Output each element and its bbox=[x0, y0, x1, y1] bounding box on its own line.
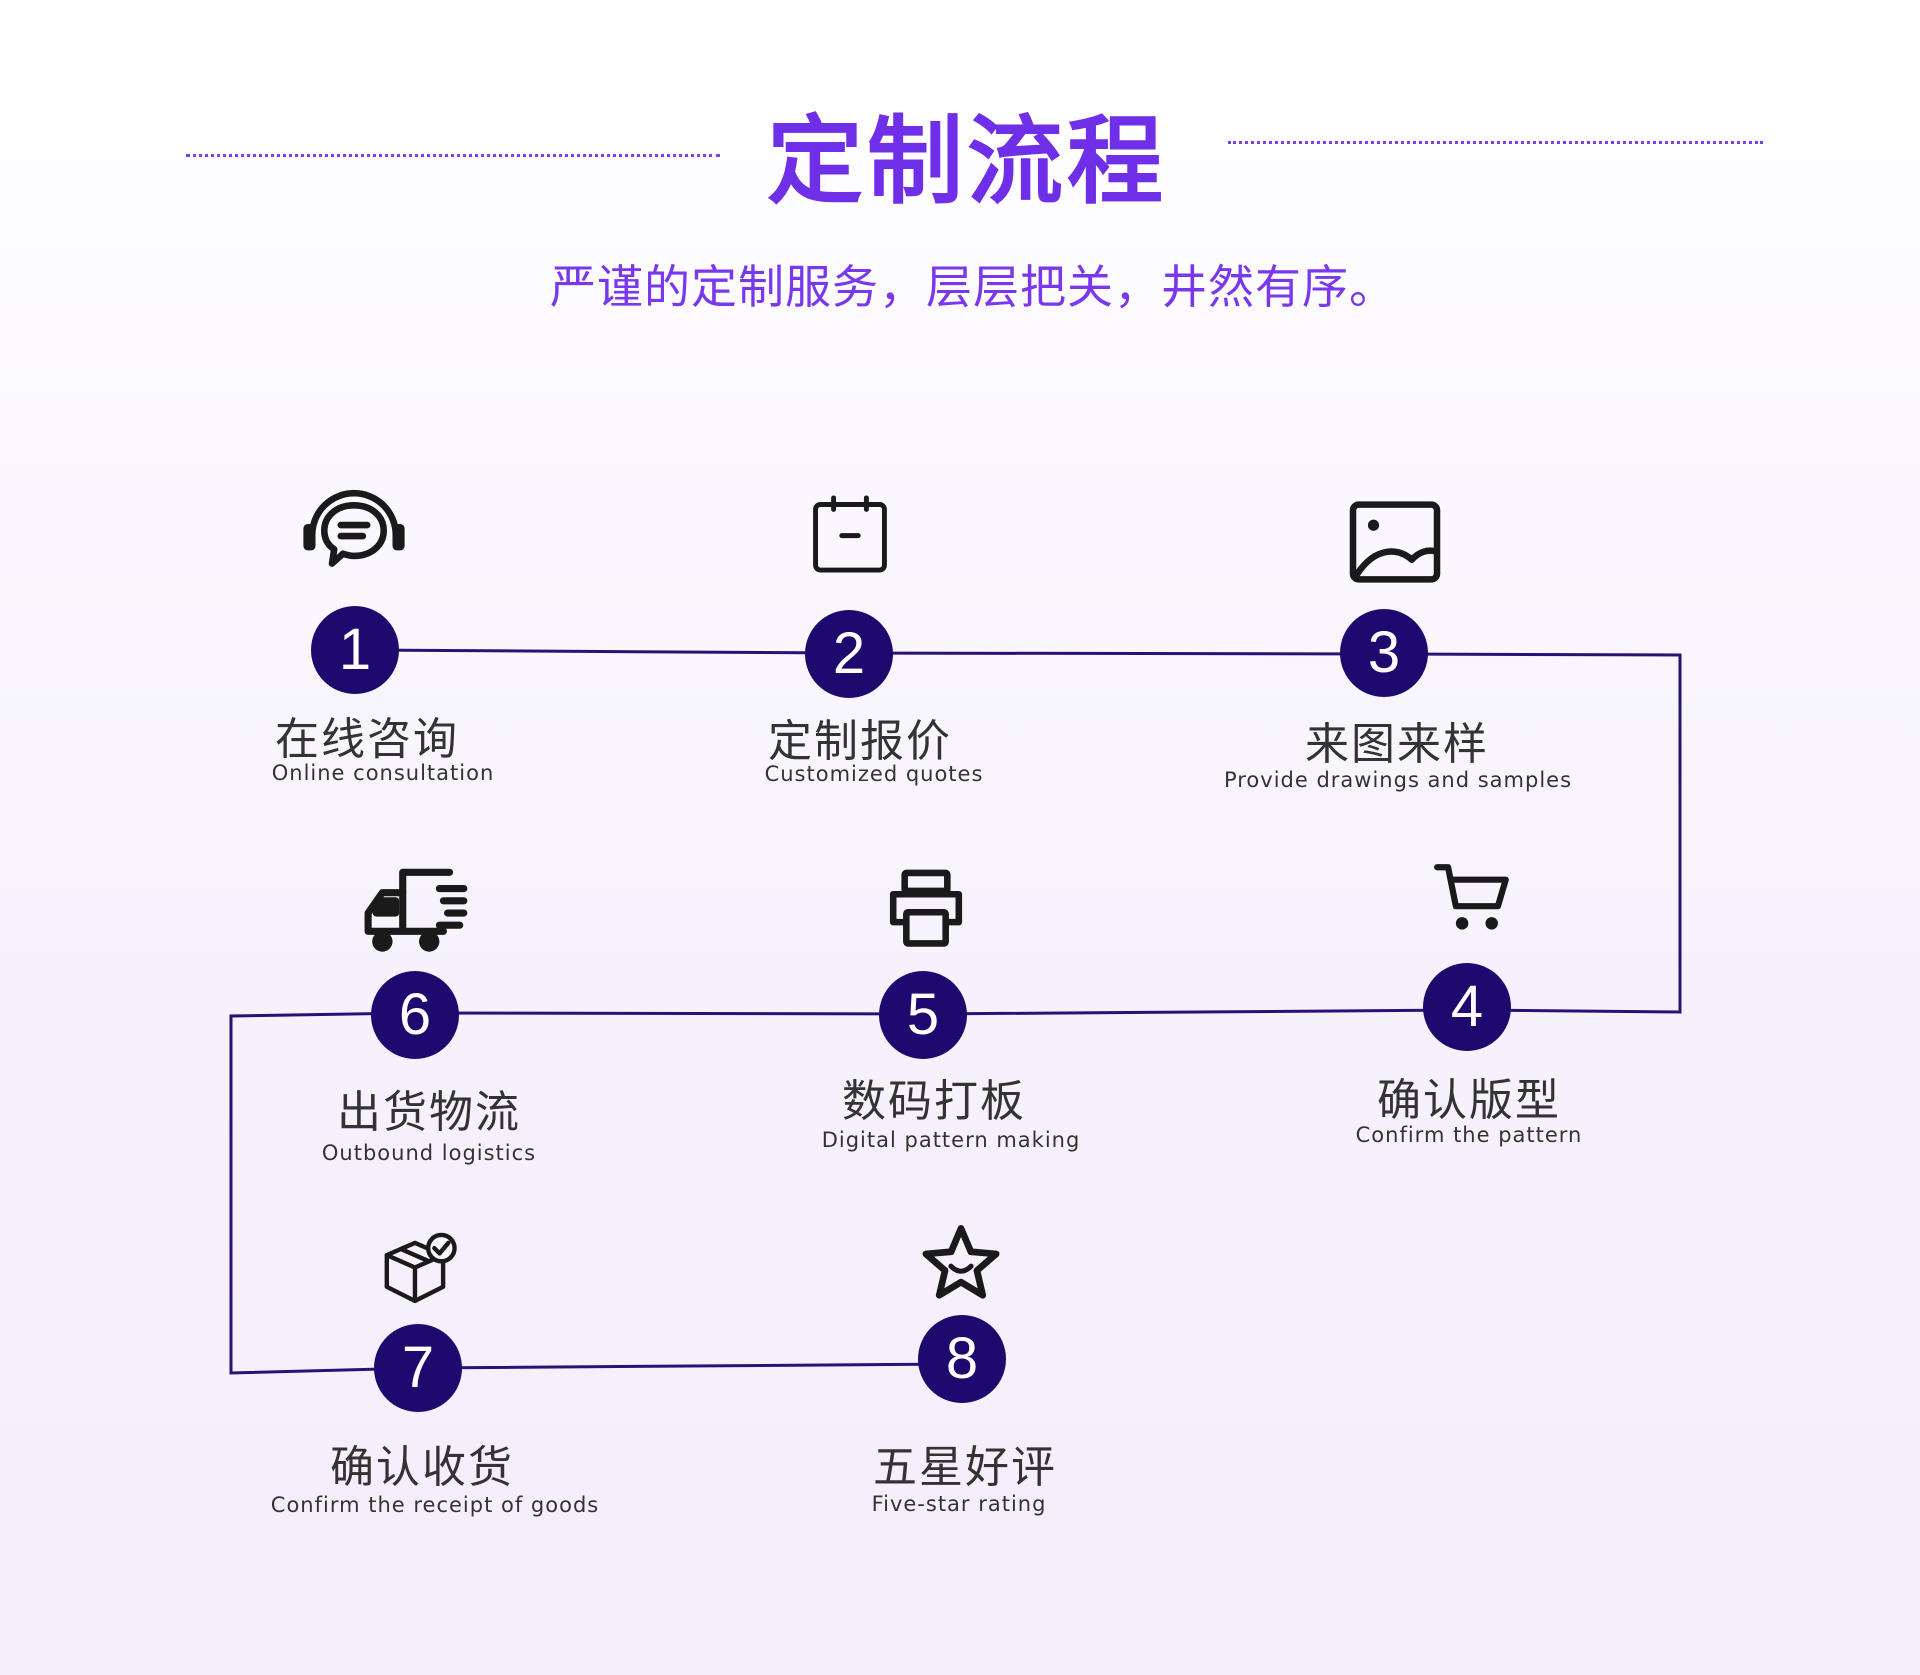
step-title-en: Provide drawings and samples bbox=[1223, 768, 1573, 792]
page-title: 定制流程 bbox=[767, 105, 1167, 218]
page-subtitle: 严谨的定制服务，层层把关，井然有序。 bbox=[550, 260, 1396, 314]
printer-icon bbox=[885, 868, 967, 950]
flow-path bbox=[229, 648, 1682, 1375]
step-title-cn: 确认版型 bbox=[1377, 1075, 1561, 1126]
step-number-badge: 3 bbox=[1340, 609, 1428, 697]
step-title-cn: 确认收货 bbox=[330, 1442, 514, 1493]
step-title-en: Five-star rating bbox=[871, 1492, 1047, 1516]
step-number-badge: 1 bbox=[311, 606, 399, 694]
step-title-en: Confirm the receipt of goods bbox=[270, 1493, 600, 1517]
step-title-cn: 来图来样 bbox=[1305, 719, 1489, 770]
image-icon bbox=[1348, 500, 1442, 584]
step-title-cn: 在线咨询 bbox=[275, 714, 459, 765]
step-number-badge: 7 bbox=[374, 1324, 462, 1412]
step-title-en: Digital pattern making bbox=[821, 1128, 1081, 1152]
step-title-cn: 数码打板 bbox=[842, 1076, 1026, 1127]
step-title-en: Outbound logistics bbox=[321, 1141, 537, 1165]
dotted-divider-left bbox=[186, 154, 720, 157]
step-title-cn: 出货物流 bbox=[337, 1087, 521, 1138]
shopping-cart-icon bbox=[1434, 861, 1512, 935]
step-title-en: Online consultation bbox=[271, 761, 495, 785]
headset-chat-icon bbox=[299, 480, 409, 590]
step-number-badge: 4 bbox=[1423, 963, 1511, 1051]
step-title-cn: 五星好评 bbox=[873, 1442, 1057, 1493]
star-smile-icon bbox=[919, 1220, 1003, 1304]
truck-icon bbox=[362, 866, 474, 958]
dotted-divider-right bbox=[1228, 141, 1763, 144]
step-number-badge: 6 bbox=[371, 971, 459, 1059]
step-title-en: Customized quotes bbox=[764, 762, 984, 786]
calendar-icon bbox=[809, 493, 891, 575]
step-title-en: Confirm the pattern bbox=[1355, 1123, 1583, 1147]
step-title-cn: 定制报价 bbox=[768, 716, 952, 767]
box-check-icon bbox=[378, 1227, 466, 1315]
step-number-badge: 8 bbox=[918, 1315, 1006, 1403]
step-number-badge: 2 bbox=[805, 610, 893, 698]
step-number-badge: 5 bbox=[879, 971, 967, 1059]
